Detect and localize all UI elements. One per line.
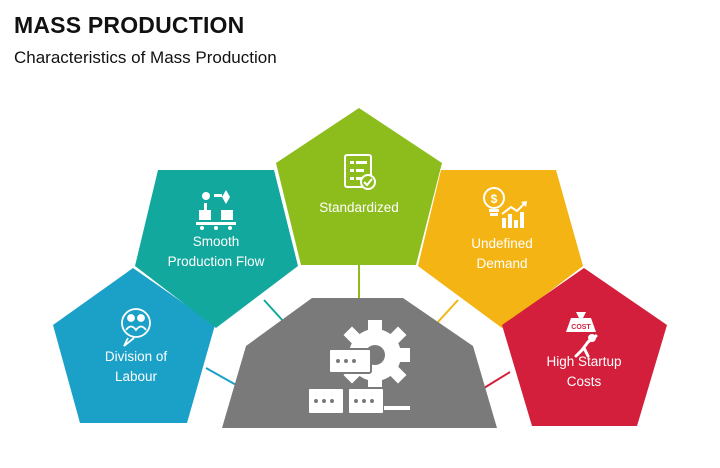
label-high-startup-line-1: High Startup [546,354,621,369]
label-standardized: Standardized [319,200,399,215]
label-undefined-line-2: Demand [476,256,527,271]
cost-burden-icon: COST [566,312,598,358]
page-subtitle: Characteristics of Mass Production [14,48,277,67]
characteristic-standardized: Standardized [276,108,442,265]
cost-tag: COST [571,324,591,331]
characteristic-smooth-production-flow: Smooth Production Flow [135,170,298,328]
connector-lines [205,265,511,389]
svg-text:$: $ [491,192,498,206]
label-smooth-line-2: Production Flow [168,254,265,269]
label-undefined-line-1: Undefined [471,236,533,251]
characteristic-high-startup-costs: COST High Startup Costs [502,268,667,426]
connector-smooth [263,299,285,323]
conveyor-flow-icon [196,190,236,230]
label-division-line-1: Division of [105,349,168,364]
label-division-line-2: Labour [115,369,158,384]
page-title: MASS PRODUCTION [14,12,245,38]
label-smooth-line-1: Smooth [193,234,240,249]
label-high-startup-line-2: Costs [567,374,602,389]
factory-gear-icon [307,320,410,415]
connector-undefined [437,299,459,323]
people-bubble-icon [121,308,151,347]
idea-growth-icon: $ [483,187,527,228]
connector-division [205,367,239,387]
characteristic-division-of-labour: Division of Labour [53,268,215,423]
pentagon-smooth-production-flow [135,170,298,328]
pentagon-undefined-demand [418,170,583,328]
pentagon-division-of-labour [53,268,215,423]
characteristic-undefined-demand: $ Undefined Demand [418,170,583,328]
checklist-icon [344,154,376,190]
connector-high-startup [483,371,511,389]
